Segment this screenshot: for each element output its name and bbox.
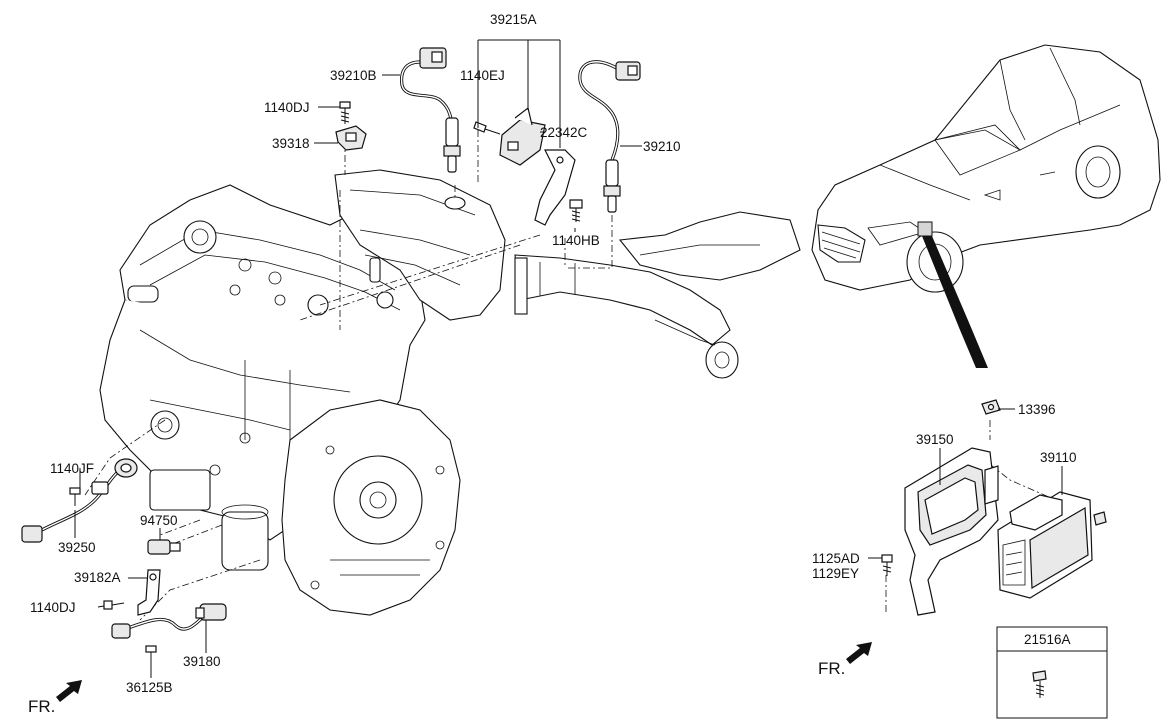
front-indicator-right: FR.	[818, 642, 872, 678]
label-1140jf: 1140JF	[50, 461, 94, 476]
label-39150: 39150	[916, 432, 954, 447]
label-22342c: 22342C	[540, 125, 588, 140]
sensor-bracket	[473, 106, 583, 226]
leader-lines	[74, 39, 1063, 678]
exhaust-manifold	[334, 169, 801, 379]
knock-sensor	[21, 458, 138, 543]
label-1140dj-bottom: 1140DJ	[30, 600, 76, 615]
label-1140dj-top: 1140DJ	[264, 100, 310, 115]
oil-pressure-switch	[147, 539, 181, 555]
vehicle-illustration	[811, 44, 1161, 368]
oxygen-sensor-39210	[578, 60, 641, 213]
label-94750: 94750	[140, 513, 178, 528]
label-39210b: 39210B	[330, 68, 377, 83]
front-label-right: FR.	[818, 659, 845, 678]
front-indicator-left: FR.	[28, 680, 82, 716]
label-1140ej: 1140EJ	[460, 68, 505, 83]
cam-position-sensor	[335, 101, 367, 151]
oxygen-sensor-39210b	[399, 47, 461, 173]
label-39215a: 39215A	[490, 12, 537, 27]
engine-assembly	[99, 184, 461, 616]
label-39180: 39180	[183, 654, 221, 669]
label-21516a: 21516A	[1024, 632, 1071, 647]
front-arrow-icon	[846, 642, 872, 664]
crank-position-sensor	[103, 569, 227, 662]
ecu-assembly	[881, 399, 1107, 616]
bolt-icon	[1032, 670, 1047, 698]
part-labels: 39215A 39210B 1140EJ 1140DJ 39318 22342C…	[30, 12, 1077, 695]
label-39250: 39250	[58, 540, 96, 555]
legend-box-21516a	[996, 626, 1108, 719]
label-39210: 39210	[643, 139, 681, 154]
label-13396: 13396	[1018, 402, 1056, 417]
label-36125b: 36125B	[126, 680, 173, 695]
front-label-left: FR.	[28, 697, 55, 716]
label-39110: 39110	[1040, 450, 1077, 465]
label-39318: 39318	[272, 136, 310, 151]
label-1140hb: 1140HB	[552, 233, 600, 248]
front-arrow-icon	[56, 680, 82, 702]
label-39182a: 39182A	[74, 570, 121, 585]
label-1129ey: 1129EY	[812, 566, 859, 581]
label-1125ad: 1125AD	[812, 551, 860, 566]
